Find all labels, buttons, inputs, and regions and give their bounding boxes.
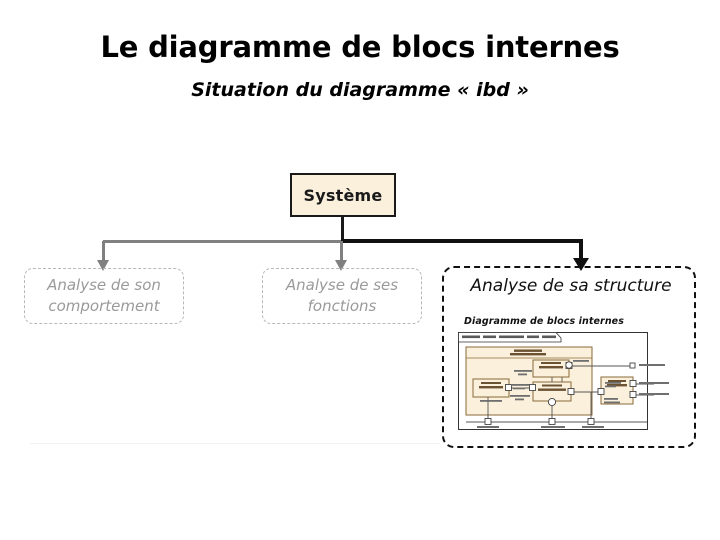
arrowhead-down-icon-behavior: [97, 260, 109, 271]
node-analyse-structure: Analyse de sa structure Diagramme de blo…: [442, 266, 696, 448]
connector-root-stem: [341, 217, 344, 241]
page-title: Le diagramme de blocs internes: [100, 30, 620, 64]
arrowhead-down-icon-functions: [335, 260, 347, 271]
node-systeme: Système: [290, 173, 396, 217]
node-systeme-label: Système: [303, 185, 383, 205]
connector-drop-structure: [579, 242, 583, 260]
connector-drop-functions: [340, 241, 343, 262]
internal-block-diagram-thumbnail: [458, 332, 686, 436]
baseline-rule: [30, 443, 440, 444]
page-subtitle: Situation du diagramme « ibd »: [191, 79, 529, 101]
node-analyse-fonctions-label: Analyse de ses fonctions: [285, 276, 399, 315]
node-analyse-fonctions: Analyse de ses fonctions: [262, 268, 422, 324]
ibd-caption: Diagramme de blocs internes: [464, 316, 624, 327]
node-analyse-comportement-label: Analyse de son comportement: [47, 276, 161, 315]
connector-bus-highlighted: [341, 239, 583, 243]
connector-bus-muted: [103, 239, 343, 243]
node-analyse-structure-label: Analyse de sa structure: [470, 276, 672, 296]
node-analyse-comportement: Analyse de son comportement: [24, 268, 184, 324]
connector-drop-behavior: [102, 241, 105, 262]
